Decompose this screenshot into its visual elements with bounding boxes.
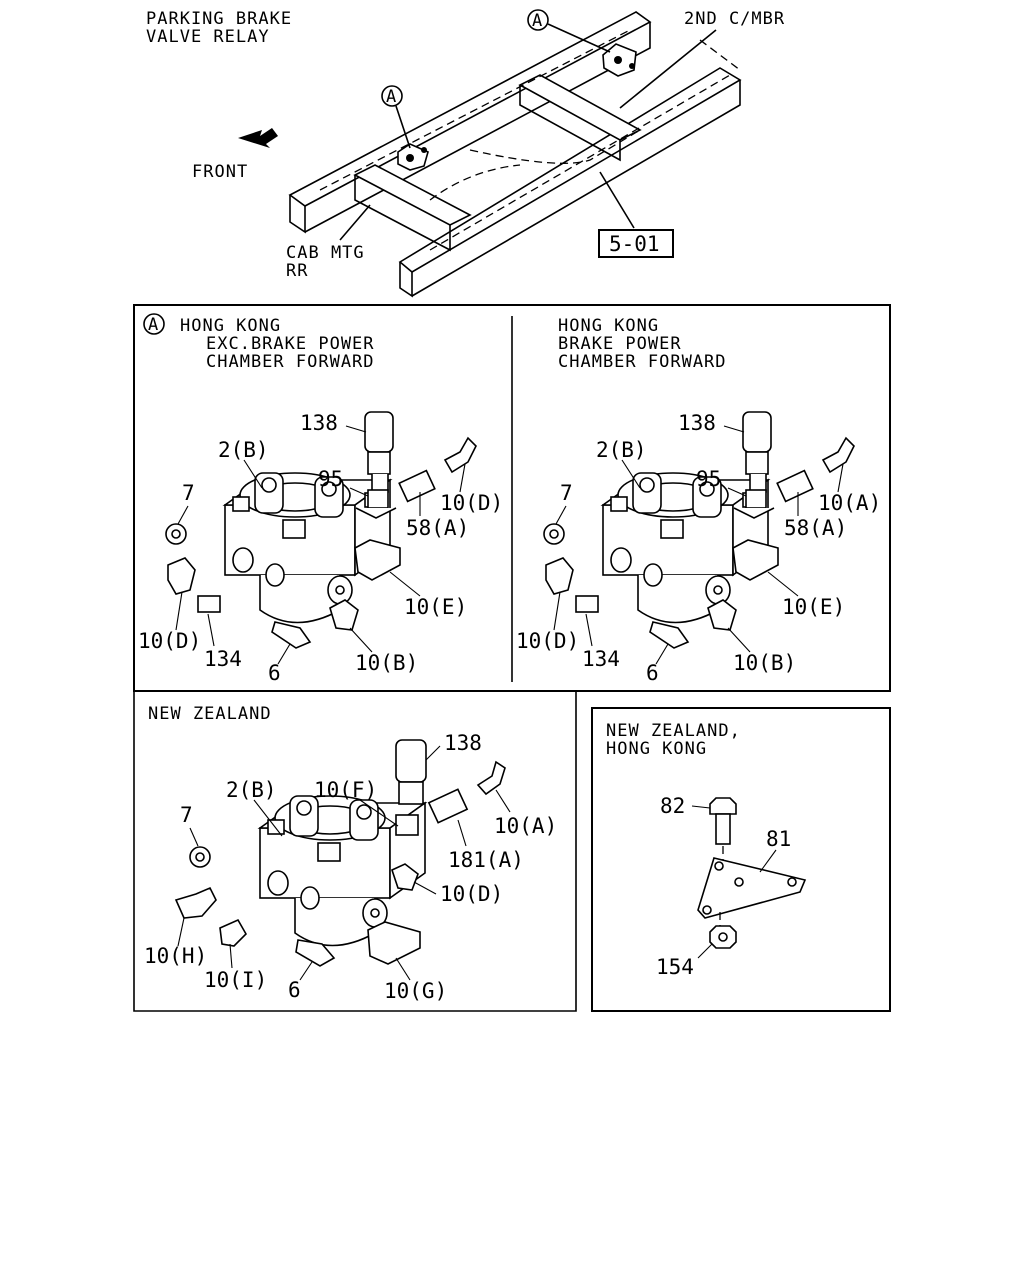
label-2b: 2(B) bbox=[596, 438, 647, 462]
title-line-2: VALVE RELAY bbox=[146, 27, 270, 47]
label-10d: 10(D) bbox=[516, 629, 579, 653]
callout-a-front bbox=[381, 85, 403, 107]
label-134: 134 bbox=[582, 647, 620, 671]
label-cab-mtg-1: CAB MTG bbox=[286, 243, 365, 263]
label-10d: 10(D) bbox=[440, 882, 503, 906]
label-6: 6 bbox=[646, 661, 659, 685]
panel-hk-exc: A HONG KONG EXC.BRAKE POWER CHAMBER FORW… bbox=[138, 313, 503, 685]
label-10d-top: 10(D) bbox=[440, 491, 503, 515]
panel-bracket-title-2: HONG KONG bbox=[606, 739, 707, 759]
label-7: 7 bbox=[560, 481, 573, 505]
panel-bracket-content: NEW ZEALAND, HONG KONG 82 81 154 bbox=[606, 721, 807, 979]
label-138: 138 bbox=[300, 411, 338, 435]
label-7: 7 bbox=[180, 803, 193, 827]
panel-hk-exc-title-3: CHAMBER FORWARD bbox=[206, 352, 375, 372]
label-58a: 58(A) bbox=[784, 516, 847, 540]
panel-hk-exc-title-1: HONG KONG bbox=[180, 316, 281, 336]
label-7: 7 bbox=[182, 481, 195, 505]
panel-hk-brake-title-3: CHAMBER FORWARD bbox=[558, 352, 727, 372]
label-10i: 10(I) bbox=[204, 968, 267, 992]
label-58a: 58(A) bbox=[406, 516, 469, 540]
label-95: 95 bbox=[318, 467, 343, 491]
label-10d-bottom: 10(D) bbox=[138, 629, 201, 653]
panel-hk-brake: HONG KONG BRAKE POWER CHAMBER FORWARD 13… bbox=[516, 316, 881, 685]
label-10e: 10(E) bbox=[782, 595, 845, 619]
label-82: 82 bbox=[660, 794, 685, 818]
label-2b: 2(B) bbox=[226, 778, 277, 802]
callout-a-rear bbox=[527, 9, 549, 31]
label-2b: 2(B) bbox=[218, 438, 269, 462]
title-line-1: PARKING BRAKE bbox=[146, 9, 292, 29]
label-10h: 10(H) bbox=[144, 944, 207, 968]
panel-nz-title: NEW ZEALAND bbox=[148, 704, 272, 724]
label-10g: 10(G) bbox=[384, 979, 447, 1003]
label-10a: 10(A) bbox=[818, 491, 881, 515]
panel-hk-exc-title-2: EXC.BRAKE POWER bbox=[206, 334, 375, 354]
label-154: 154 bbox=[656, 955, 694, 979]
chassis-frame bbox=[288, 11, 742, 298]
panel-bracket-title-1: NEW ZEALAND, bbox=[606, 721, 741, 741]
callout-a-front-label: A bbox=[386, 87, 397, 107]
ref-box-5-01 bbox=[598, 229, 674, 258]
ref-box-label: 5-01 bbox=[609, 232, 660, 256]
panel-hk-exc-marker: A bbox=[148, 315, 159, 335]
label-138: 138 bbox=[444, 731, 482, 755]
panel-hk-brake-title-1: HONG KONG bbox=[558, 316, 659, 336]
label-138: 138 bbox=[678, 411, 716, 435]
label-134: 134 bbox=[204, 647, 242, 671]
front-arrow-icon bbox=[238, 128, 278, 148]
label-10a: 10(A) bbox=[494, 814, 557, 838]
label-2nd-cmbr: 2ND C/MBR bbox=[684, 9, 785, 29]
callout-a-rear-label: A bbox=[532, 11, 543, 31]
frame-valve-front bbox=[397, 143, 429, 171]
panel-hk-brake-title-2: BRAKE POWER bbox=[558, 334, 682, 354]
panel-bracket bbox=[591, 707, 891, 1012]
frame-valve-rear bbox=[602, 43, 637, 77]
label-10f: 10(F) bbox=[314, 778, 377, 802]
label-cab-mtg-2: RR bbox=[286, 261, 308, 281]
bolt-82 bbox=[709, 797, 737, 815]
panel-new-zealand bbox=[133, 691, 577, 1012]
label-181a: 181(A) bbox=[448, 848, 524, 872]
panel-nz: NEW ZEALAND 138 2(B) 10(F) 10(A) 7 181(A… bbox=[144, 704, 557, 1003]
label-10e: 10(E) bbox=[404, 595, 467, 619]
label-95: 95 bbox=[696, 467, 721, 491]
label-6: 6 bbox=[268, 661, 281, 685]
label-10b: 10(B) bbox=[733, 651, 796, 675]
label-81: 81 bbox=[766, 827, 791, 851]
label-10b: 10(B) bbox=[355, 651, 418, 675]
label-6: 6 bbox=[288, 978, 301, 1002]
label-front: FRONT bbox=[192, 162, 248, 182]
bracket-81 bbox=[697, 857, 807, 919]
